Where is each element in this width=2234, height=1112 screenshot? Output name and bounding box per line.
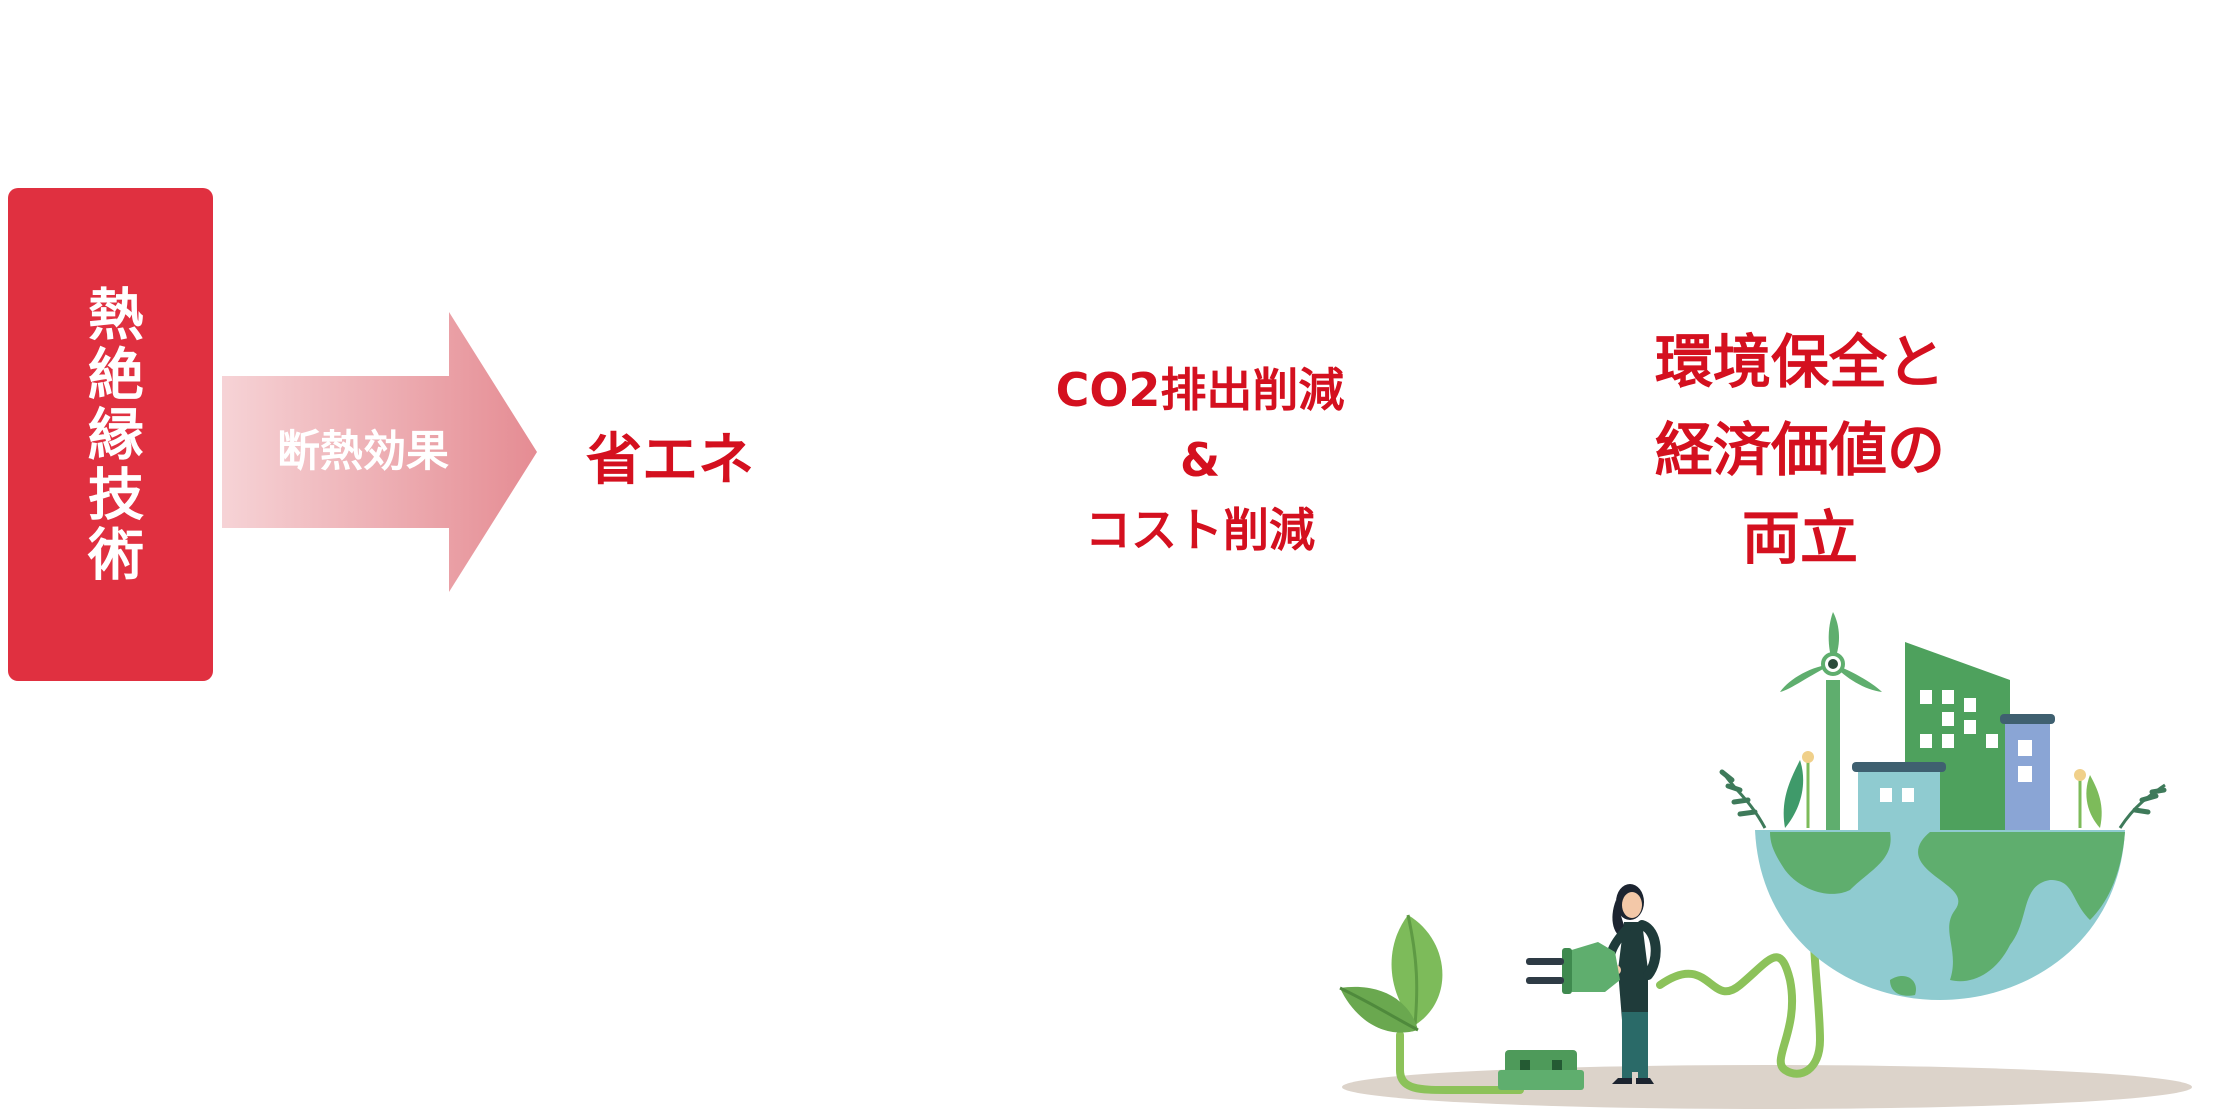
effect-label: 断熱効果 [277,427,449,477]
globe-icon [1755,830,2125,1000]
environment-economy-text: 環境保全と 経済価値の 両立 [1654,328,1945,572]
energy-saving-text: 省エネ [586,428,754,493]
eco-illustration [1339,612,2192,1109]
plant-icon [1719,751,2167,829]
plug-icon [1526,942,1620,994]
building-icon [1852,642,2055,830]
technology-label: 熱絶縁技術 [78,284,144,585]
leaf-icon [1339,914,1443,1033]
co2-cost-reduction-text: CO2排出削減 & コスト削減 [1055,363,1345,557]
person-icon [1605,884,1661,1084]
technology-box: 熱絶縁技術 [8,188,213,681]
outlet-icon [1498,1050,1584,1090]
effect-arrow [222,312,537,592]
wind-turbine-icon [1780,612,1882,830]
